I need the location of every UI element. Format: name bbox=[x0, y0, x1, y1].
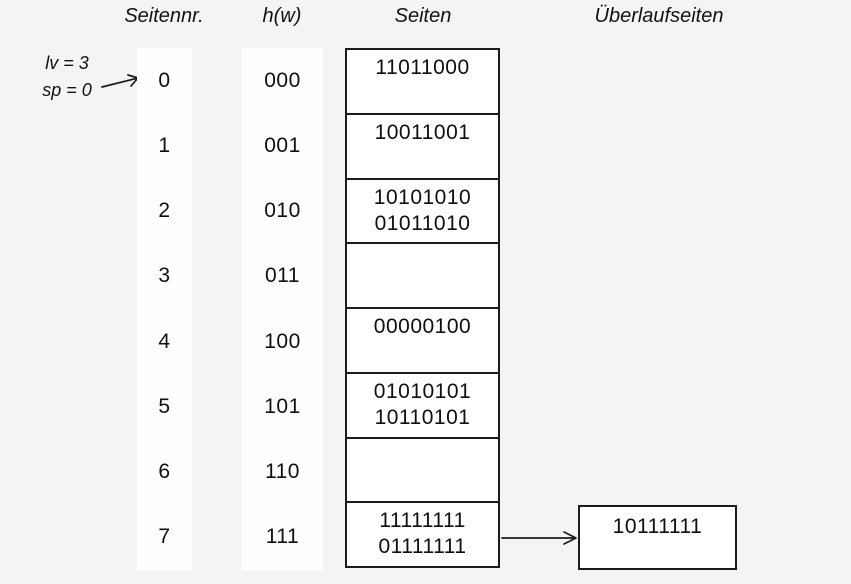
page-entry: 11011000 bbox=[375, 56, 470, 79]
page-number-cell: 0 bbox=[158, 68, 171, 92]
page-entry: 10110101 bbox=[374, 405, 471, 429]
page-entry: 10101010 bbox=[373, 185, 472, 209]
hash-value-column: 000 001 010 011 100 101 110 111 bbox=[242, 48, 323, 570]
page-entry: 01011010 bbox=[374, 211, 471, 235]
column-header-ueberlaufseiten: Überlaufseiten bbox=[594, 5, 724, 27]
column-header-seitennr: Seitennr. bbox=[124, 5, 204, 27]
page-entry: 11111111 bbox=[379, 509, 466, 533]
page-cell-2: 10101010 01011010 bbox=[347, 177, 498, 243]
page-cell-1: 10011001 bbox=[347, 112, 498, 178]
overflow-page-box: 10111111 bbox=[578, 505, 737, 570]
page-cell-4: 00000100 bbox=[347, 307, 498, 372]
page-cell-3 bbox=[347, 242, 498, 307]
page-number-cell: 1 bbox=[158, 133, 171, 157]
hash-value-cell: 010 bbox=[264, 199, 301, 223]
page-number-cell: 3 bbox=[158, 264, 171, 288]
page-entry: 10011001 bbox=[374, 120, 471, 144]
hash-value-cell: 100 bbox=[264, 329, 301, 353]
hash-value-cell: 000 bbox=[264, 68, 301, 92]
state-annotation: lv = 3 sp = 0 bbox=[28, 50, 106, 104]
page-entry: 00000100 bbox=[373, 315, 472, 338]
hash-value-cell: 001 bbox=[264, 133, 301, 157]
page-number-cell: 4 bbox=[158, 329, 171, 353]
page-number-cell: 7 bbox=[158, 525, 171, 549]
hash-value-cell: 011 bbox=[265, 264, 300, 288]
hash-value-cell: 111 bbox=[265, 525, 300, 549]
level-value: lv = 3 bbox=[45, 53, 89, 73]
page-cell-6 bbox=[347, 436, 498, 502]
page-entry: 01010101 bbox=[373, 379, 472, 403]
overflow-link-arrow-icon bbox=[501, 531, 577, 545]
page-number-cell: 5 bbox=[158, 394, 171, 418]
page-number-column: 0 1 2 3 4 5 6 7 bbox=[137, 48, 192, 570]
page-entry: 01111111 bbox=[378, 535, 467, 559]
page-cell-5: 01010101 10110101 bbox=[347, 371, 498, 437]
hash-value-cell: 110 bbox=[265, 460, 300, 484]
split-pointer-value: sp = 0 bbox=[42, 80, 92, 100]
page-cell-7: 11111111 01111111 bbox=[347, 501, 498, 566]
pages-table: 11011000 10011001 10101010 01011010 0000… bbox=[345, 48, 500, 568]
page-cell-0: 11011000 bbox=[347, 50, 498, 113]
overflow-page-entry: 10111111 bbox=[612, 515, 703, 538]
page-number-cell: 2 bbox=[158, 199, 171, 223]
page-number-cell: 6 bbox=[158, 460, 171, 484]
column-header-seiten: Seiten bbox=[394, 5, 452, 27]
hash-value-cell: 101 bbox=[264, 394, 301, 418]
column-header-hash-function: h(w) bbox=[262, 5, 302, 27]
